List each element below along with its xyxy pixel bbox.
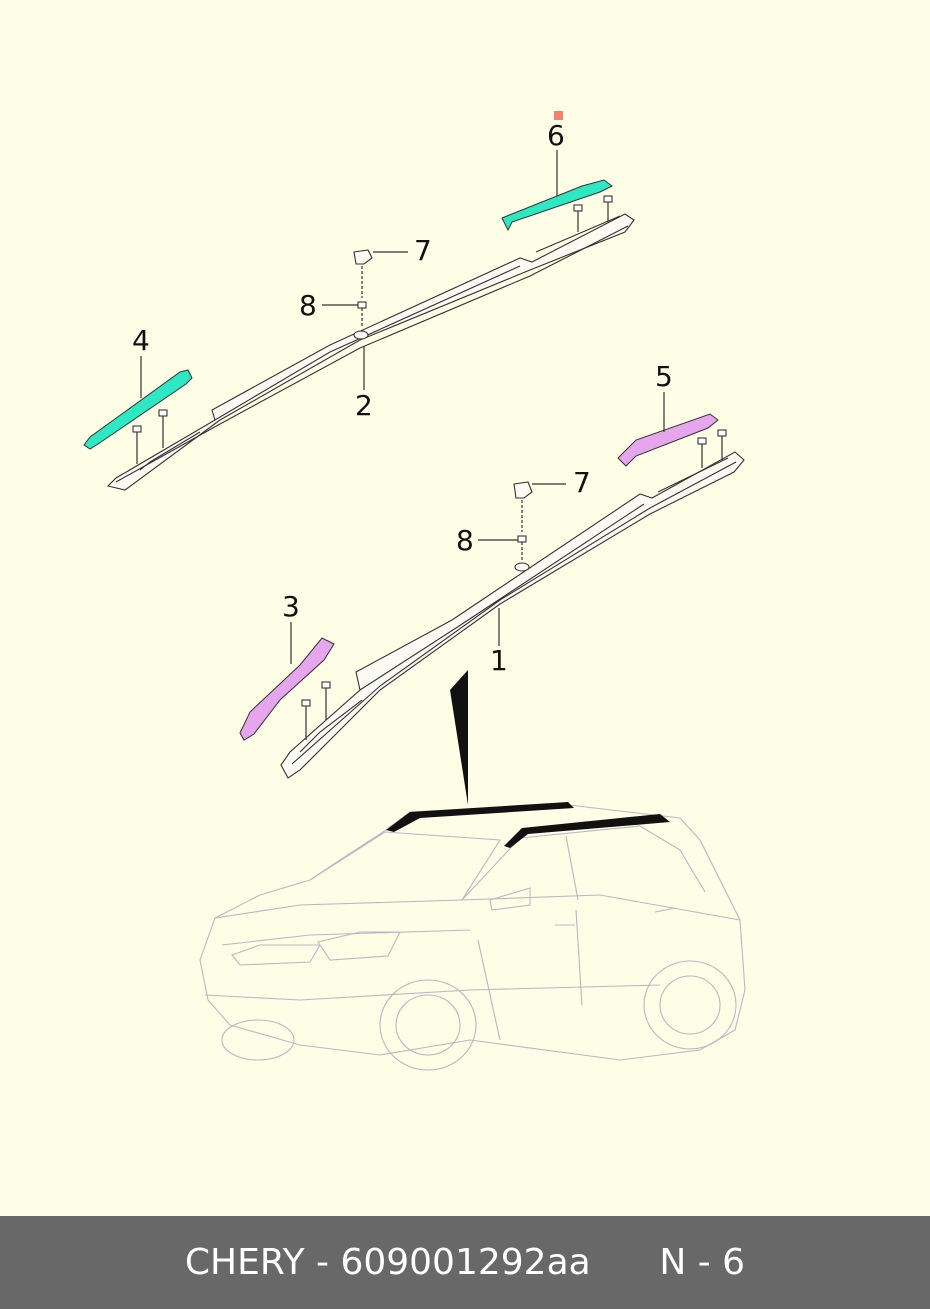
callout-2: 2 (355, 389, 373, 422)
leader-lines (140, 150, 665, 664)
roof-rail-cover-6 (501, 179, 613, 232)
callout-3: 3 (282, 590, 300, 623)
roof-rail-cover-3 (239, 637, 335, 741)
callout-7-upper: 7 (414, 234, 432, 267)
page-reference: N - 6 (659, 1242, 746, 1283)
footer-caption: CHERY - 609001292aa N - 6 (185, 1242, 745, 1283)
callout-8-lower: 8 (456, 524, 474, 557)
roof-rail-cover-4 (83, 369, 193, 450)
callout-8-upper: 8 (299, 289, 317, 322)
highlight-marker (554, 111, 563, 120)
bolts-upper (132, 195, 613, 464)
part-number-label: CHERY - 609001292aa (184, 1242, 591, 1283)
callout-1: 1 (490, 644, 508, 677)
pointer-arrow (450, 670, 468, 805)
roof-rail-2 (106, 213, 635, 491)
vehicle-outline (199, 802, 746, 1071)
roof-rail-1 (280, 451, 745, 779)
bolts-lower (301, 429, 727, 740)
callout-4: 4 (132, 324, 150, 357)
callout-7-lower: 7 (573, 466, 591, 499)
callout-5: 5 (655, 360, 673, 393)
roof-rail-exploded-diagram: 6 7 8 4 2 5 7 8 3 1 (83, 111, 746, 1071)
callout-6: 6 (547, 119, 565, 152)
footer-bar: CHERY - 609001292aa N - 6 (0, 1216, 930, 1309)
roof-rail-cover-5 (617, 413, 719, 467)
